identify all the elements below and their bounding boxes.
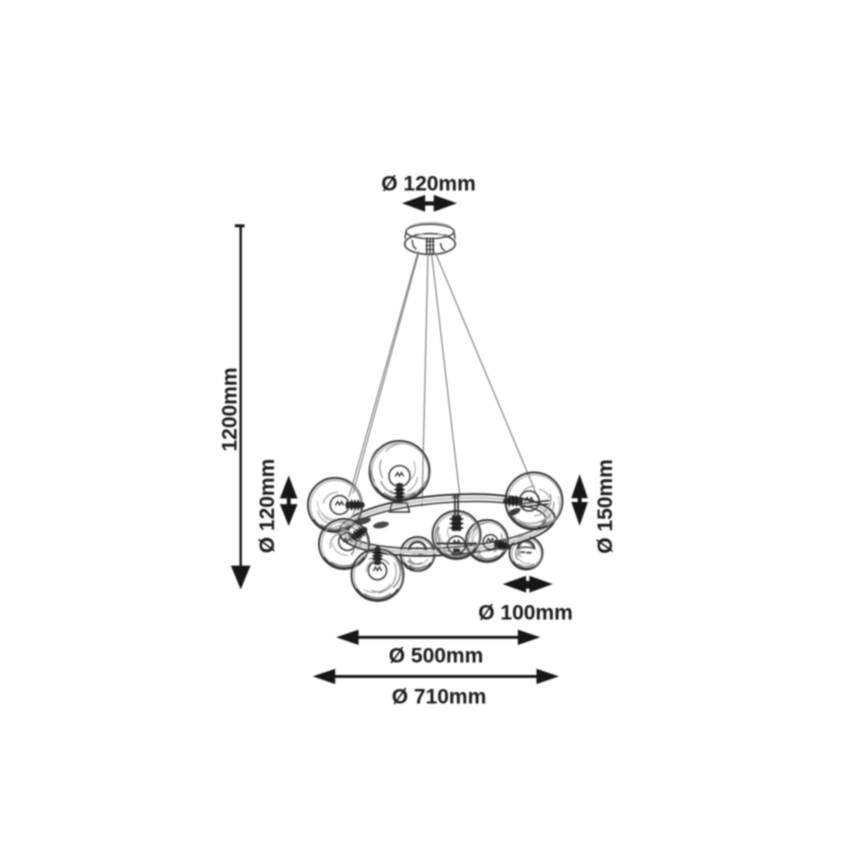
svg-text:Ø 150mm: Ø 150mm (594, 459, 617, 554)
svg-text:1200mm: 1200mm (218, 367, 241, 451)
svg-text:Ø 710mm: Ø 710mm (392, 686, 487, 709)
svg-text:Ø 120mm: Ø 120mm (381, 173, 476, 196)
svg-text:Ø 120mm: Ø 120mm (256, 459, 279, 554)
svg-text:Ø 500mm: Ø 500mm (389, 645, 484, 668)
svg-text:Ø 100mm: Ø 100mm (478, 602, 573, 625)
